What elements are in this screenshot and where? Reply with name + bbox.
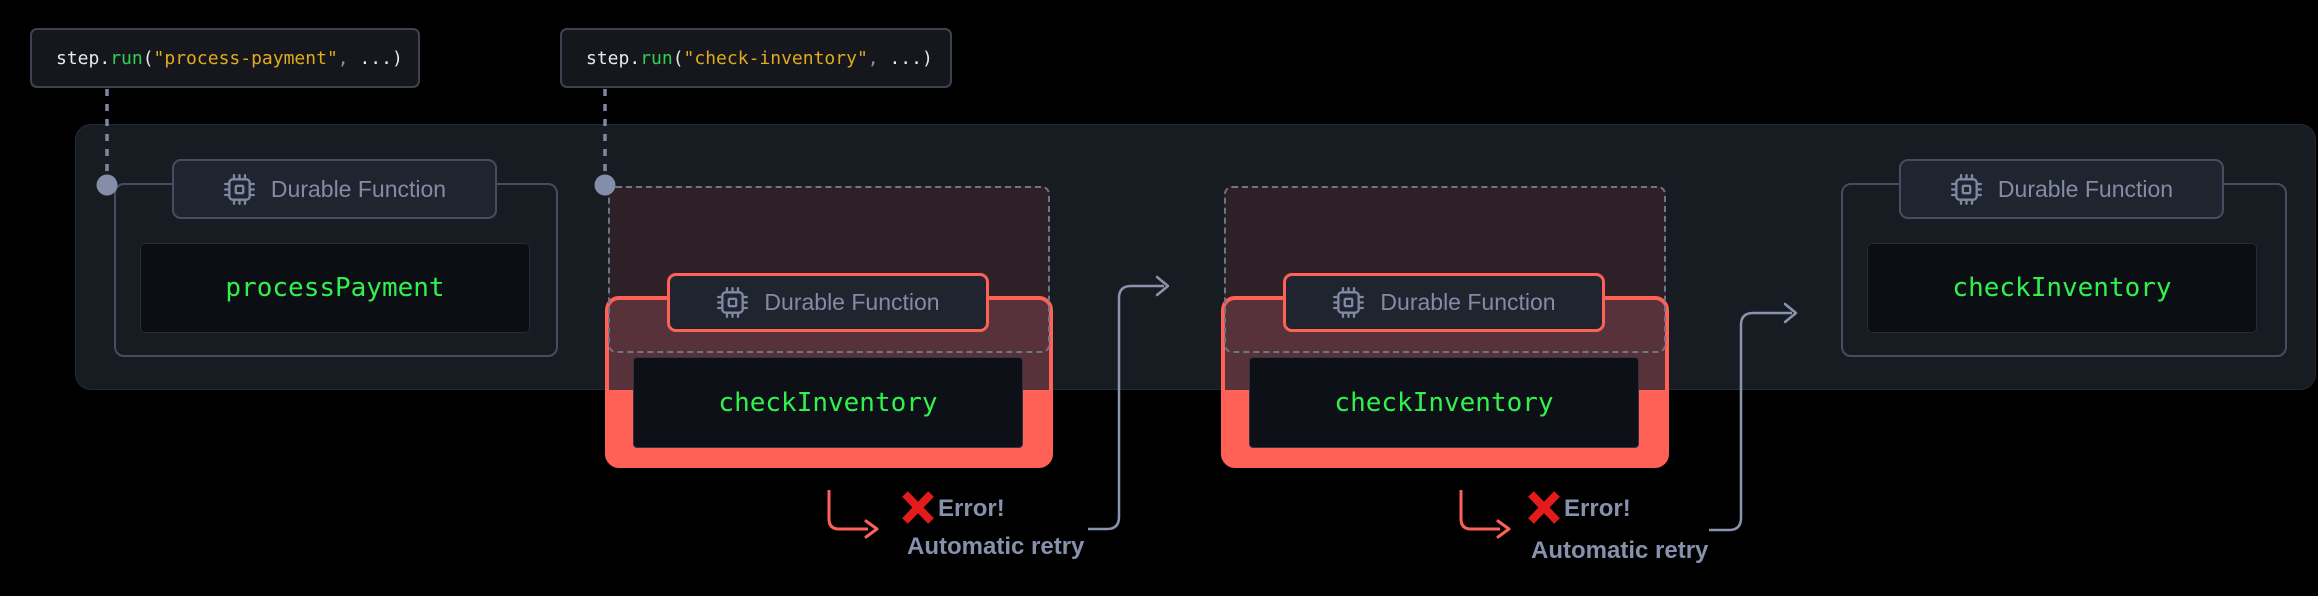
badge-label: Durable Function [1380,289,1556,315]
red-x-icon [1528,491,1560,524]
code-method: run [640,47,673,69]
error-arrow-3 [1459,490,1511,539]
error-arrow-2 [827,490,879,539]
retry-label-2: Automatic retry [907,533,1085,560]
badge-label: Durable Function [270,175,447,202]
cpu-chip-icon [1333,287,1365,318]
function-name-box-4: checkInventory [1867,243,2257,333]
code-rest: ...) [878,47,933,69]
code-method: run [110,47,143,69]
function-name: processPayment [225,273,445,303]
function-name-box-3: checkInventory [1249,357,1639,448]
red-x-icon [902,491,934,524]
code-callout-process-payment: step.run("process-payment", ...) [30,28,420,88]
function-name: checkInventory [1952,273,2172,303]
code-string-arg: "process-payment" [153,47,338,69]
durable-function-badge-2: Durable Function [667,273,989,332]
function-name: checkInventory [718,387,938,418]
cpu-chip-icon [223,173,255,205]
ghost-attempt-area-border-2 [608,186,1050,353]
cpu-chip-icon [1950,173,1982,205]
durable-function-badge-3: Durable Function [1283,273,1605,332]
code-paren: ( [142,47,154,69]
code-string-arg: "check-inventory" [683,47,868,69]
durable-function-badge-1: Durable Function [172,159,497,219]
ghost-attempt-area-border-3 [1224,186,1666,353]
badge-label: Durable Function [764,289,940,315]
function-name: checkInventory [1334,387,1554,418]
error-label-2: Error! [938,495,1005,522]
code-rest: ...) [348,47,403,69]
cpu-chip-icon [717,287,749,318]
function-name-box-1: processPayment [140,243,530,333]
code-comma: , [867,47,879,69]
code-callout-check-inventory: step.run("check-inventory", ...) [560,28,952,88]
error-label-3: Error! [1564,495,1631,522]
code-object: step. [586,47,641,69]
code-paren: ( [672,47,684,69]
badge-label: Durable Function [1997,175,2174,202]
code-comma: , [337,47,349,69]
retry-label-3: Automatic retry [1531,537,1709,564]
function-name-box-2: checkInventory [633,357,1023,448]
durable-function-badge-4: Durable Function [1899,159,2224,219]
code-object: step. [56,47,111,69]
